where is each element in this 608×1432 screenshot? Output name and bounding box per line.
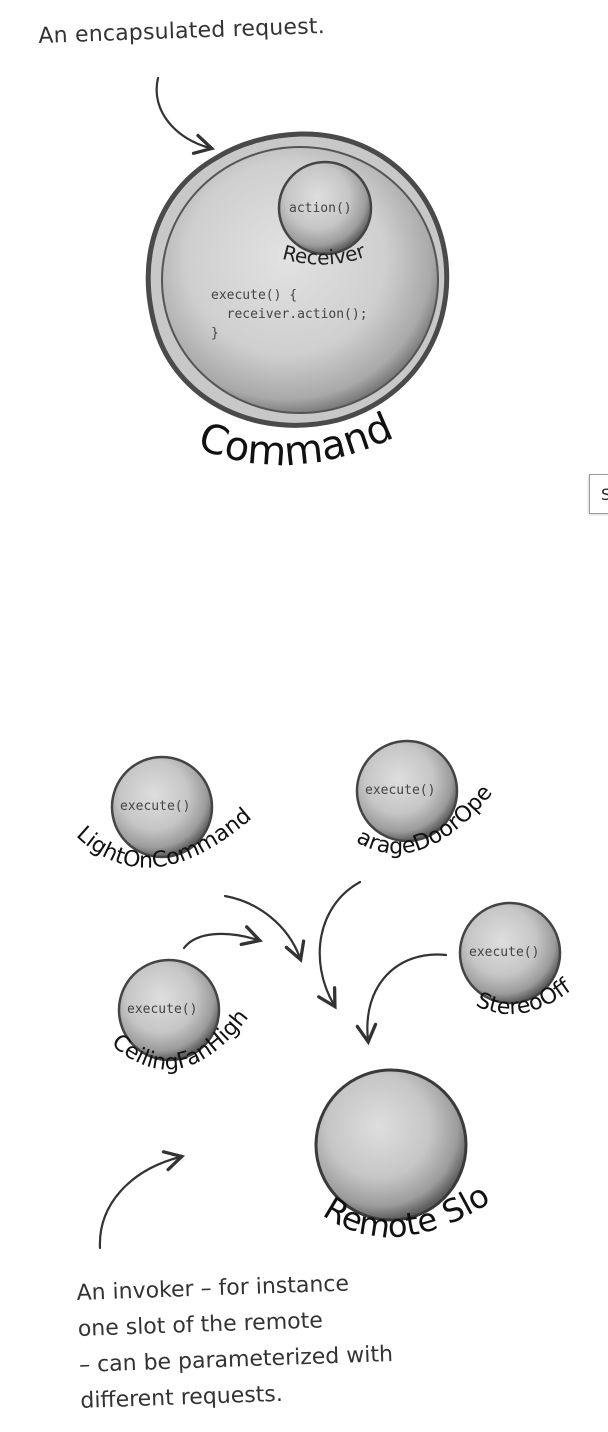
code-line-3: } [211, 326, 219, 341]
command-ball-ceiling [117, 958, 221, 1062]
arrow-caption-to-command [155, 76, 216, 155]
arrow-stereo-to-slot [355, 953, 448, 1046]
code-line-2: receiver.action(); [211, 307, 368, 322]
ceiling-execute-method: execute() [127, 1002, 198, 1017]
receiver-action-method: action() [289, 201, 352, 216]
code-line-1: execute() { [211, 288, 298, 303]
arrow-light-to-slot [223, 894, 306, 963]
light-execute-method: execute() [120, 799, 191, 814]
caption-invoker: An invoker – for instance one slot of th… [76, 1265, 395, 1420]
arrow-garage-to-slot [317, 880, 362, 1010]
stereo-execute-method: execute() [469, 945, 540, 960]
command-ball-light [110, 755, 214, 859]
command-ball-stereo [458, 901, 562, 1005]
remote-slot-ball [314, 1068, 468, 1222]
receiver-ball [277, 160, 373, 256]
command-ball-garage [355, 739, 459, 843]
garage-execute-method: execute() [365, 783, 436, 798]
arrow-ceiling-to-group [182, 925, 263, 950]
arrows [98, 76, 448, 1250]
arrow-invoker-caption [98, 1150, 186, 1250]
side-tab-button[interactable]: S [589, 474, 608, 514]
